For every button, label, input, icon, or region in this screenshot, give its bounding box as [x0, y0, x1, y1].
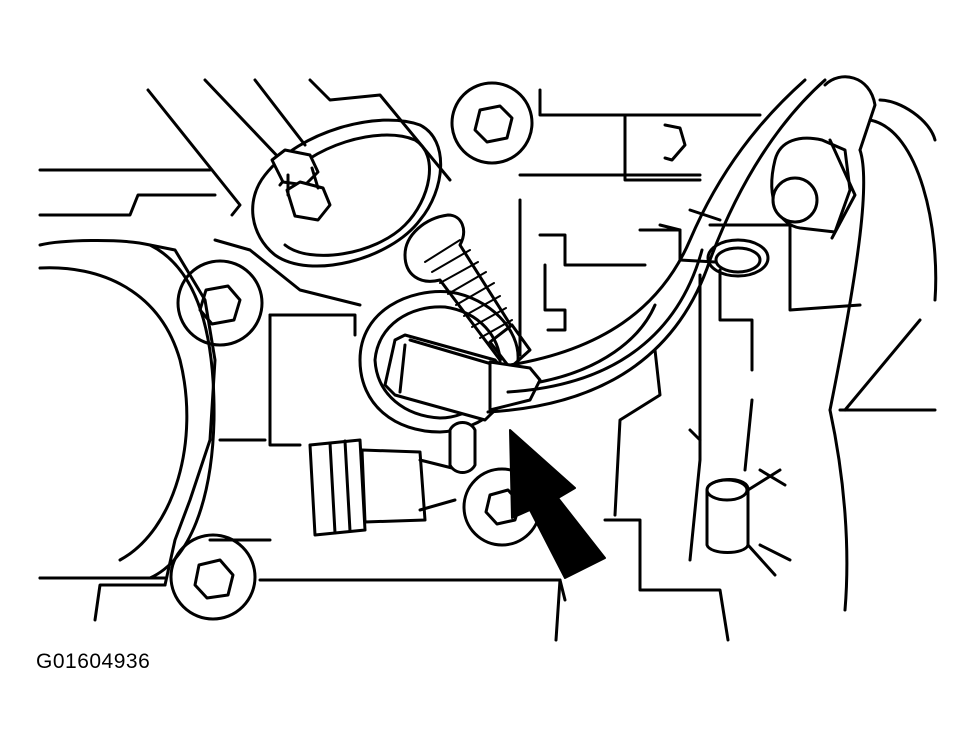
flange-bolt [270, 148, 332, 222]
hose-right [823, 75, 938, 612]
hex-bolt-left [176, 259, 264, 347]
harness-clip [770, 136, 857, 240]
washer-right [706, 238, 770, 278]
callout-arrow-icon [509, 429, 606, 579]
wire-harness [486, 78, 827, 414]
left-housing [38, 168, 217, 622]
figure-id-label: G01604936 [36, 650, 151, 673]
sensor-connector [383, 333, 542, 422]
main-body-outline [146, 78, 730, 642]
hex-bolt-top [450, 81, 534, 165]
bushing-right [705, 468, 792, 577]
hex-bolt-bottom-left [169, 533, 257, 621]
pipe-fitting [308, 421, 477, 537]
right-structure [518, 88, 862, 562]
threaded-stud [403, 213, 532, 370]
round-flange [251, 118, 443, 268]
